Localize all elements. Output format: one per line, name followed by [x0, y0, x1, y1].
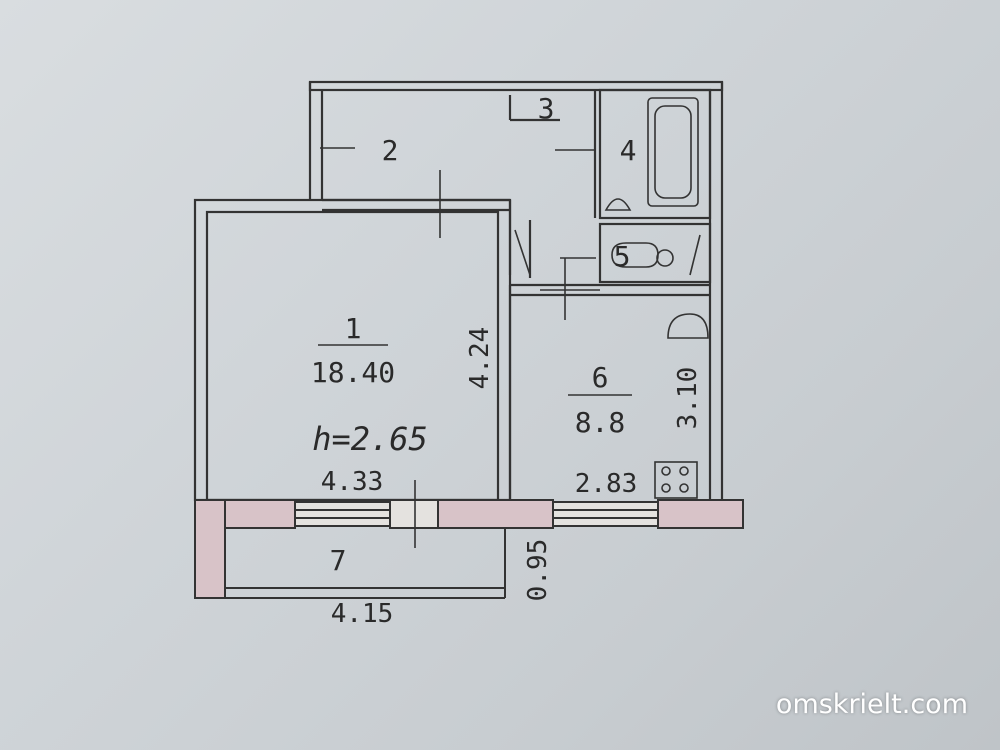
room-4-number: 4: [620, 134, 637, 167]
room-3-number: 3: [538, 92, 555, 125]
ceiling-height: h=2.65: [312, 420, 428, 458]
stove-icon: [654, 461, 698, 499]
room-6-length: 3.10: [673, 367, 703, 430]
room-7-number: 7: [330, 544, 347, 577]
room-2-number: 2: [382, 134, 399, 167]
exterior-wall: [194, 480, 744, 599]
kitchen-sink-icon: [667, 313, 709, 339]
room-1-number: 1: [345, 312, 362, 345]
balcony: [225, 528, 506, 599]
dimension-lines: [318, 344, 632, 396]
sink-icon: [604, 198, 632, 211]
room-5-number: 5: [614, 240, 631, 273]
room-6-area: 8.8: [575, 406, 626, 439]
room-1-length: 4.24: [465, 327, 495, 390]
room-6-number: 6: [592, 361, 609, 394]
balcony-width: 4.15: [331, 599, 394, 629]
room-1-width: 4.33: [321, 467, 384, 497]
walls: [193, 80, 724, 502]
balcony-depth: 0.95: [523, 539, 553, 602]
room-6-width: 2.83: [575, 469, 638, 499]
watermark: omskrielt.com: [775, 689, 968, 720]
room-1-area: 18.40: [311, 356, 395, 389]
bathtub-icon: [647, 97, 699, 207]
fixtures: [320, 97, 709, 499]
